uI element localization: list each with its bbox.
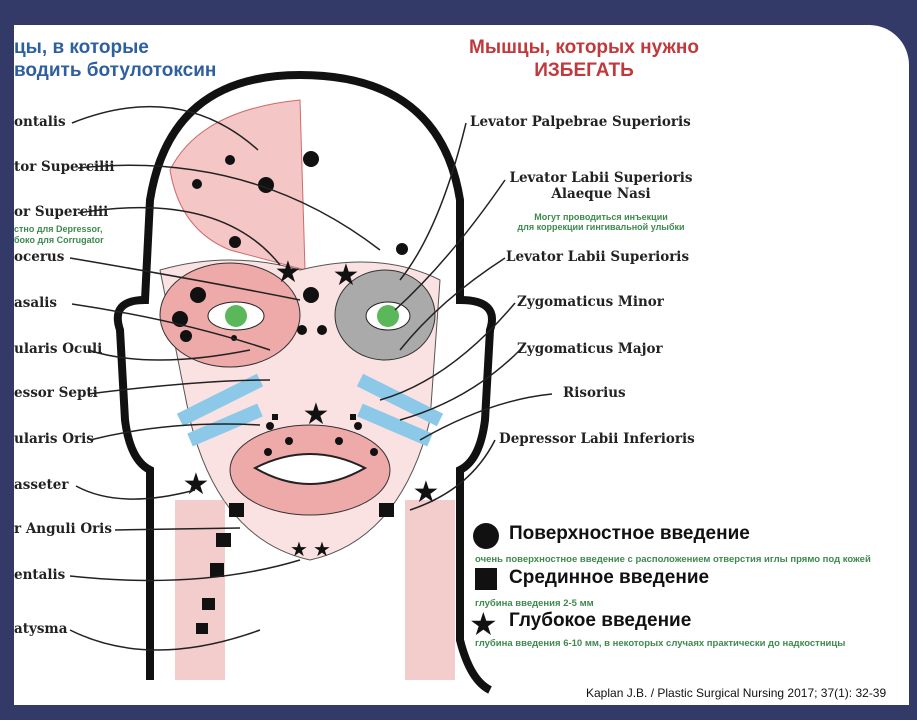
citation: Kaplan J.B. / Plastic Surgical Nursing 2… [586,686,887,700]
label-mentalis: entalis [14,567,66,583]
svg-text:★: ★ [313,537,331,561]
label-depressor-anguli-oris: r Anguli Oris [14,521,112,537]
svg-text:★: ★ [183,467,210,502]
legend-title-deep: Глубокое введение [509,610,692,631]
label-procerus: ocerus [14,249,65,265]
svg-text:★: ★ [290,537,308,561]
svg-text:★: ★ [303,397,330,432]
svg-text:★: ★ [413,475,440,510]
svg-text:★: ★ [333,258,360,293]
label-dli: Depressor Labii Inferioris [499,431,695,447]
face-muscle-diagram: ★★★★★ ★★ [69,70,553,694]
legend-desc-deep: глубина введения 6-10 мм, в некоторых сл… [475,638,846,649]
label-orbicularis-oculi: ularis Oculi [14,341,103,357]
mid-injection-squares [196,414,394,634]
label-depressor-septi: essor Septi [14,385,98,401]
label-depressor-supercilii: or Supercilii [14,204,109,220]
star-icon: ★ [469,605,498,643]
label-corrugator: tor Supercilii [14,159,115,175]
label-zyg-major: Zygomaticus Major [517,341,663,357]
label-frontalis: ontalis [14,114,66,130]
svg-text:★: ★ [275,255,302,290]
head-outline [113,70,496,694]
label-levator-palpebrae: Levator Palpebrae Superioris [470,114,691,130]
legend-desc-mid: глубина введения 2-5 мм [475,598,594,609]
label-masseter: asseter [14,477,69,493]
label-orbicularis-oris: ularis Oris [14,431,94,447]
note-left-1: стно для Depressor, [14,224,103,234]
note-left-2: боко для Corrugator [14,235,104,245]
label-lls: Levator Labii Superioris [506,249,690,265]
legend-title-mid: Срединное введение [509,567,710,588]
deep-injection-stars: ★★★★★ ★★ [183,255,440,561]
label-nasalis: asalis [14,295,57,311]
legend-title-surface: Поверхностное введение [509,523,750,544]
label-platysma: atysma [14,621,68,637]
label-zyg-minor: Zygomaticus Minor [517,294,664,310]
label-risorius: Risorius [563,385,626,401]
legend-desc-surface: очень поверхностное введение с расположе… [475,554,871,565]
circle-icon [473,523,499,549]
square-icon [475,568,497,590]
